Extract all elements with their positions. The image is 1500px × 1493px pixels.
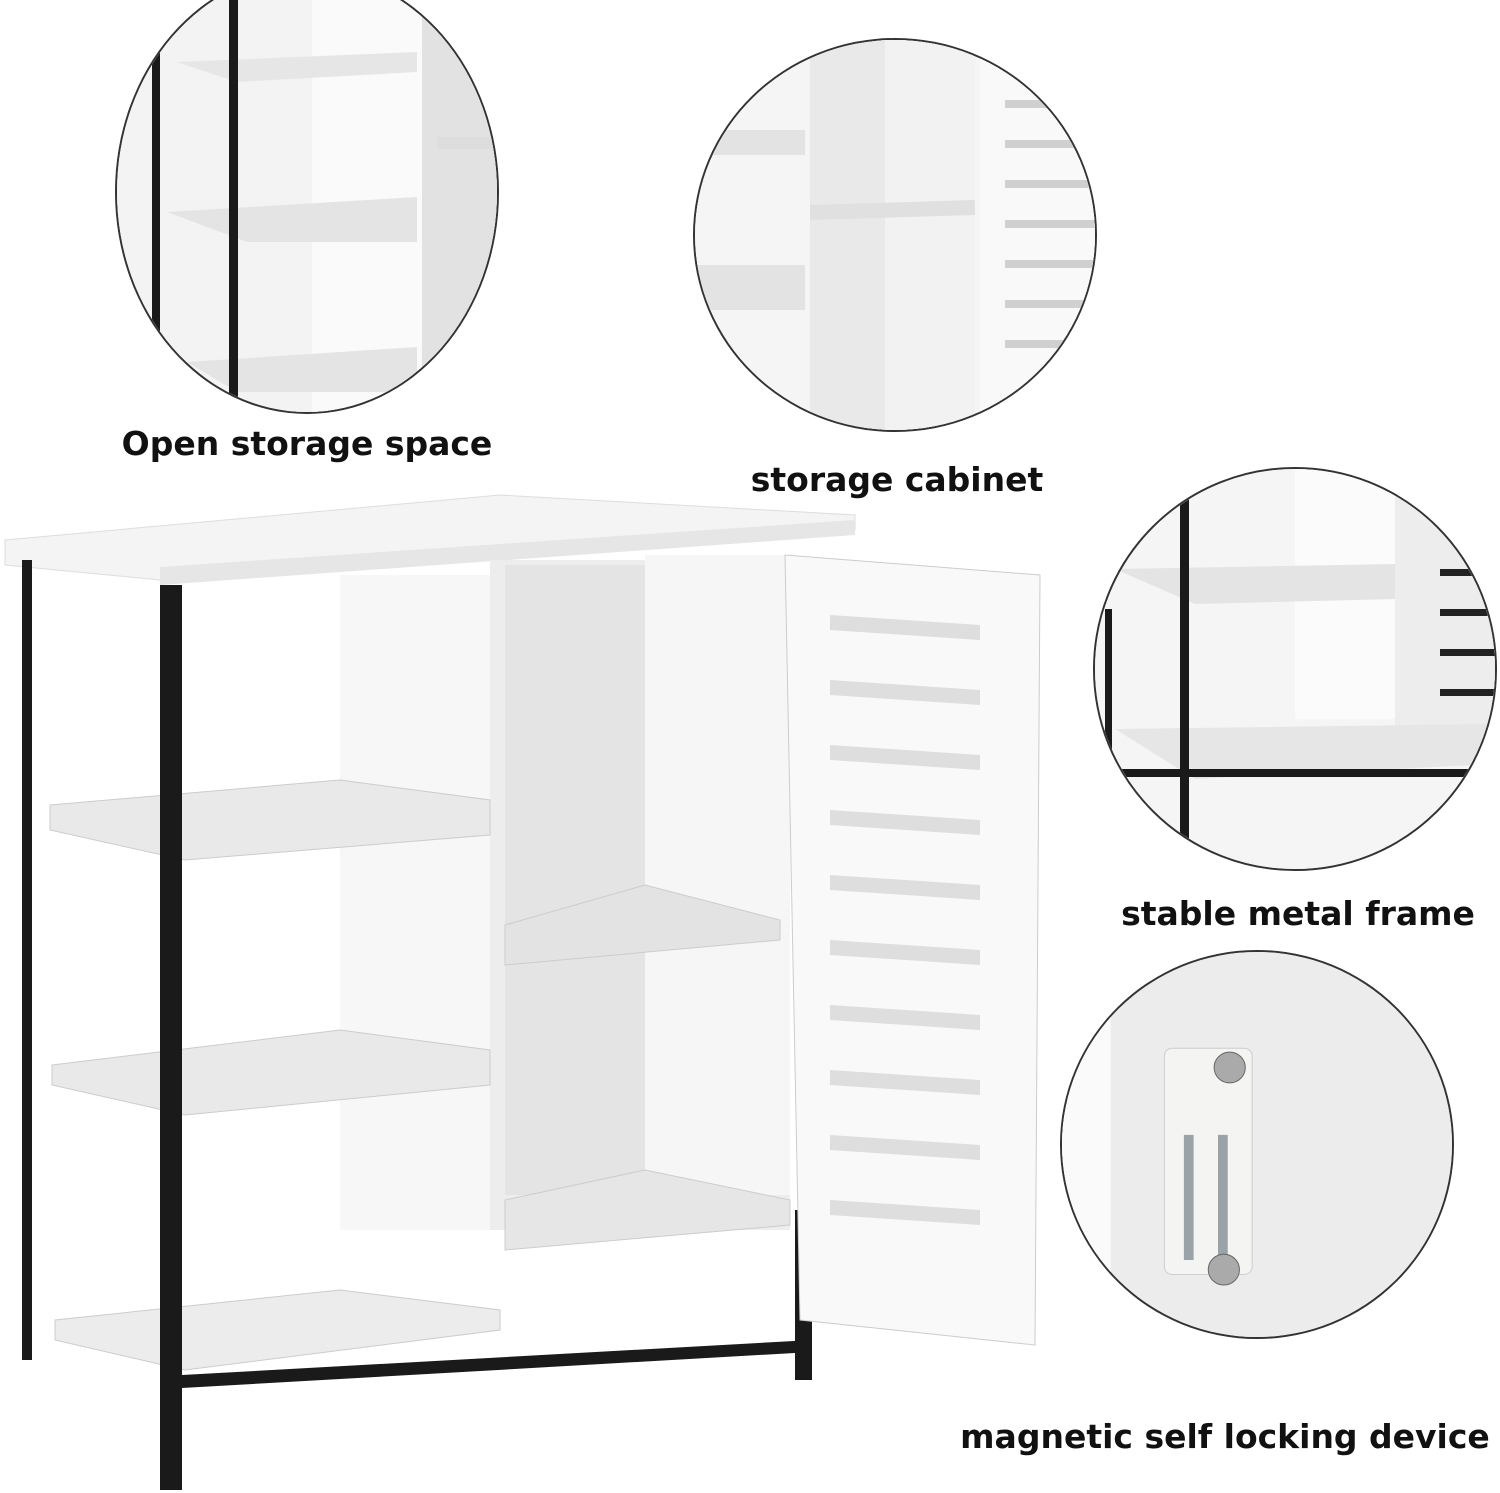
label-open-storage: Open storage space <box>121 424 493 463</box>
label-magnetic-lock: magnetic self locking device <box>960 1417 1490 1456</box>
label-metal-frame: stable metal frame <box>1121 894 1475 933</box>
detail-storage-cabinet <box>693 38 1097 432</box>
detail-metal-frame <box>1093 467 1497 871</box>
detail-magnetic-lock <box>1060 950 1454 1339</box>
cabinet-illustration <box>4 494 1041 1490</box>
label-storage-cabinet: storage cabinet <box>750 460 1044 499</box>
detail-open-storage <box>115 0 499 414</box>
